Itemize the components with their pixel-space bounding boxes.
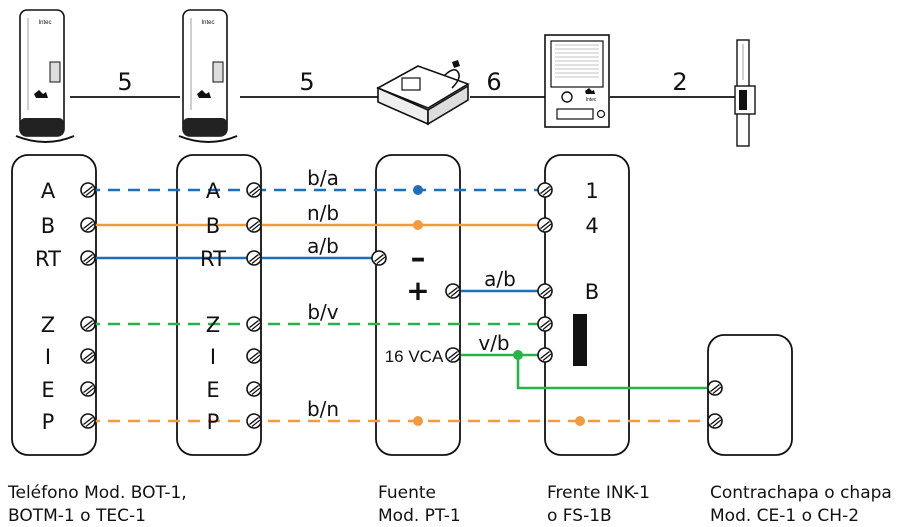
terminal-label: RT [200,247,226,271]
terminal-label: B [41,214,55,238]
wire-lock-1 [516,355,715,390]
phone-caption-line-2: BOTM-1 o TEC-1 [8,506,146,526]
top-cables: 5 5 6 2 [70,68,740,98]
wire-label-ab-plus: a/b [484,267,516,291]
lock-caption-line-2: Mod. CE-1 o CH-2 [710,506,859,526]
wire-label-nb: n/b [307,201,339,225]
front-panel-device: Intec [544,34,610,128]
phone-1-block [11,154,97,456]
coil-cord-icon [178,135,238,143]
lock-device [734,39,756,147]
wire-label-ab: a/b [307,234,339,258]
phone-caption-line-1: Teléfono Mod. BOT-1, [7,483,187,503]
brand-label: Intec [201,20,214,26]
screw-terminal [371,250,387,266]
phone-device-1: Intec [15,9,75,143]
lock-caption-line-1: Contrachapa o chapa [710,483,892,503]
wires [88,188,715,423]
cable-count-4: 2 [672,68,687,96]
screw-terminal [80,182,96,198]
screw-terminal [445,283,461,299]
terminal-label: P [207,410,220,434]
screw-terminal [246,413,262,429]
lock-block [707,334,793,456]
junction-dots [413,185,585,426]
screw-terminal [80,217,96,233]
terminal-label: B [585,280,599,304]
terminal-label: A [41,179,56,203]
screw-terminal [537,217,553,233]
call-button-icon [561,91,573,103]
wire-label-bv: b/v [307,300,338,324]
terminal-label: A [206,179,221,203]
psu-caption-line-1: Fuente [378,483,436,503]
plug-icon [452,60,460,68]
screw-terminal [246,381,262,397]
coil-cord-icon [15,135,75,143]
screw-terminal [80,413,96,429]
terminal-label: I [210,345,216,369]
psu-block [375,154,461,456]
terminal-label: RT [35,247,61,271]
key-icon [197,90,211,98]
screw-terminal [537,283,553,299]
screw-terminal [246,250,262,266]
screw-terminal [537,316,553,332]
plus-terminal-label: + [406,274,429,307]
terminal-blocks [11,154,793,456]
screw-terminal [707,380,723,396]
terminal-label: 4 [585,214,598,238]
screw-terminal [445,347,461,363]
wire-label-ba: b/a [307,166,339,190]
phone-device-2: Intec [178,9,238,143]
terminal-label: P [42,410,55,434]
front-caption-line-2: o FS-1B [547,506,612,526]
front-block [544,154,630,456]
terminal-label: I [45,345,51,369]
terminal-label: B [206,214,220,238]
terminal-label: Z [206,313,220,337]
screw-terminal [707,413,723,429]
screw-terminal [80,381,96,397]
phone-2-terminals: A B RT Z I E P [200,179,262,434]
screw-terminal [537,182,553,198]
cable-count-2: 5 [299,68,314,96]
screw-terminal [80,348,96,364]
power-supply-device [376,60,470,126]
screw-terminal [246,348,262,364]
minus-terminal-label: – [411,241,426,276]
cord-icon [443,68,460,89]
phone-1-terminals: A B RT Z I E P [35,179,96,434]
terminal-label: E [206,378,219,402]
terminal-label: 1 [585,179,598,203]
16vca-terminal-label: 16 VCA [385,347,444,366]
front-caption-line-1: Frente INK-1 [547,483,650,503]
screw-terminal [246,217,262,233]
terminal-label: E [41,378,54,402]
terminal-label: Z [41,313,55,337]
psu-caption-line-2: Mod. PT-1 [378,506,461,526]
wire-labels: b/a n/b a/b b/v a/b v/b b/n [307,166,516,421]
cable-count-1: 5 [117,68,132,96]
brand-label: Intec [586,97,597,103]
brand-label: Intec [38,20,51,26]
phone-2-block [176,154,262,456]
psu-terminals: – + 16 VCA [371,241,461,366]
wire-label-vb: v/b [478,331,509,355]
speaker-icon [573,314,587,366]
cable-count-3: 6 [486,68,501,96]
key-icon [34,90,48,98]
front-terminals: 1 4 B [537,179,599,366]
key-icon [585,88,595,94]
screw-terminal [80,316,96,332]
screw-terminal [246,182,262,198]
screw-terminal [537,347,553,363]
captions: Teléfono Mod. BOT-1, BOTM-1 o TEC-1 Fuen… [7,483,892,526]
screw-terminal [246,316,262,332]
wire-label-bn: b/n [307,397,339,421]
screw-terminal [80,250,96,266]
